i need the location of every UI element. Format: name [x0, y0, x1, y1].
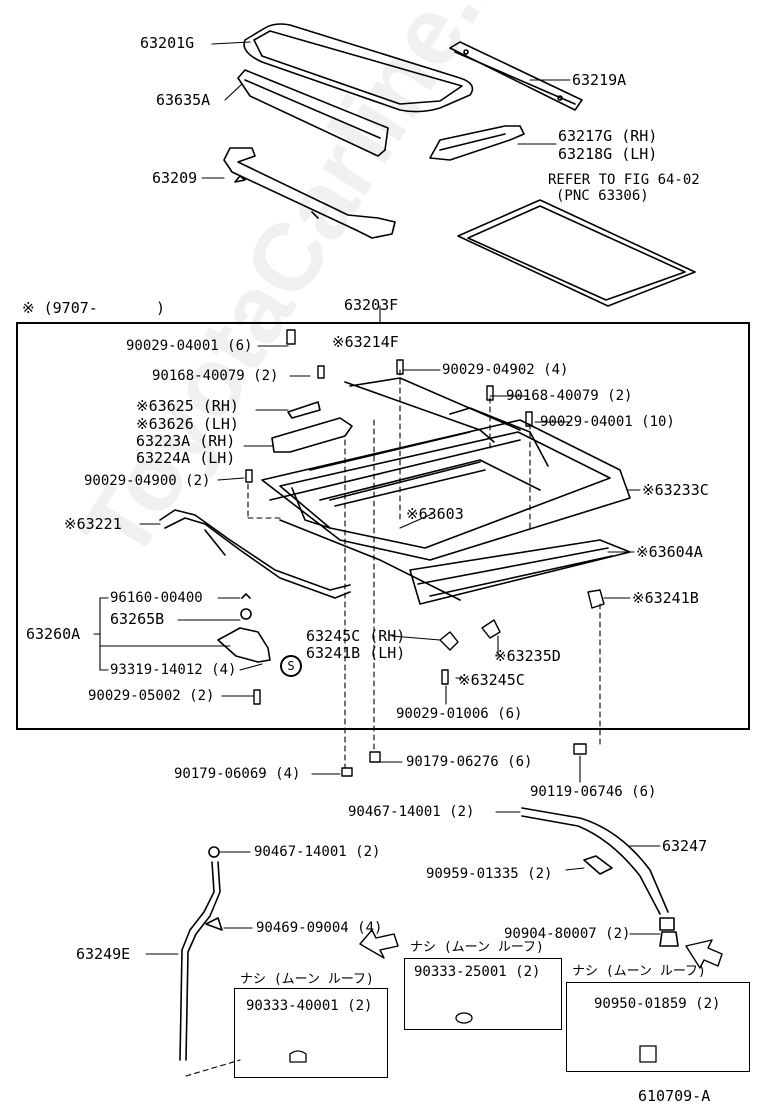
label-o7: 90959-01335 (2) [426, 866, 553, 882]
label-b8: 63223A (RH) [136, 432, 236, 450]
frame-assembly [261, 377, 631, 601]
label-b22: ※63235D [494, 647, 561, 665]
label-b13: ※63221 [64, 515, 122, 533]
label-b9: 63224A (LH) [136, 449, 236, 467]
part-90959-01335 [583, 855, 613, 875]
assembly-frame [16, 322, 750, 730]
label-b18: 63260A [26, 625, 81, 643]
callout-3-part: 90950-01859 (2) [594, 996, 721, 1012]
leader-lines [93, 41, 661, 955]
callout-box-3 [566, 982, 750, 1072]
callout-box-1 [234, 988, 388, 1078]
arrows [359, 929, 723, 969]
label-b1: 90029-04001 (6) [126, 338, 253, 354]
part-63223A [271, 417, 353, 453]
label-63635A: 63635A [156, 91, 211, 109]
label-b21: 63241B (LH) [306, 644, 406, 662]
frame-note-suffix: ) [156, 299, 166, 317]
label-o10: 90904-80007 (2) [504, 926, 631, 942]
part-63625 [287, 401, 321, 419]
part-63219A [449, 41, 583, 111]
label-b5: ※63625 (RH) [136, 397, 239, 415]
label-63209: 63209 [152, 169, 198, 187]
label-b11: 90029-04900 (2) [84, 473, 211, 489]
label-b25: ※63245C [458, 671, 525, 689]
diagram-id: 610709-A [638, 1087, 711, 1105]
label-o4: 90467-14001 (2) [348, 804, 475, 820]
part-63217G-63218G [429, 125, 525, 161]
label-b23: 93319-14012 (4) [110, 662, 237, 678]
callout-1-part: 90333-40001 (2) [246, 998, 373, 1014]
label-63217G: 63217G (RH) [558, 127, 658, 145]
dashed-connectors [185, 369, 601, 1077]
label-b26: 90029-01006 (6) [396, 706, 523, 722]
label-o5: 63247 [662, 837, 708, 855]
label-b19: ※63241B [632, 589, 699, 607]
label-b4: 90029-04902 (4) [442, 362, 569, 378]
label-63219A: 63219A [572, 71, 627, 89]
part-63201G-seal [243, 23, 474, 113]
part-63221-cable [159, 509, 351, 599]
box-title: 63203F [344, 296, 399, 314]
label-b14: ※63603 [406, 505, 464, 523]
label-o3: 90119-06746 (6) [530, 784, 657, 800]
label-b24: 90029-05002 (2) [88, 688, 215, 704]
label-b7: 90168-40079 (2) [506, 388, 633, 404]
part-63635A [237, 69, 389, 157]
label-o2: 90179-06069 (4) [174, 766, 301, 782]
refer-note-line2: (PNC 63306) [556, 188, 649, 204]
label-b20: 63245C (RH) [306, 627, 406, 645]
part-63247-hose [521, 807, 679, 947]
part-glass-panel [457, 199, 696, 307]
circle-s-symbol: S [280, 655, 302, 677]
callout-icons [289, 1012, 657, 1063]
callout-2-header: ナシ (ムーン ルーフ) [410, 940, 544, 955]
label-b15: ※63604A [636, 543, 703, 561]
label-b10: 90029-04001 (10) [540, 414, 675, 430]
part-63260A-motor [217, 593, 271, 663]
fasteners [245, 329, 605, 777]
label-o9: 90469-09004 (4) [256, 920, 383, 936]
callout-3-header: ナシ (ムーン ルーフ) [572, 964, 706, 979]
frame-note-prefix: ※ (9707- [22, 299, 98, 317]
part-63249E-hose [179, 846, 223, 1061]
label-b3: 90168-40079 (2) [152, 368, 279, 384]
label-b16: 96160-00400 [110, 590, 203, 606]
label-b6: ※63626 (LH) [136, 415, 239, 433]
callout-2-part: 90333-25001 (2) [414, 964, 541, 980]
label-b12: ※63233C [642, 481, 709, 499]
refer-note-line1: REFER TO FIG 64-02 [548, 172, 700, 188]
callout-box-2 [404, 958, 562, 1030]
label-o1: 90179-06276 (6) [406, 754, 533, 770]
label-63218G: 63218G (LH) [558, 145, 658, 163]
label-o6: 90467-14001 (2) [254, 844, 381, 860]
label-o8: 63249E [76, 945, 131, 963]
callout-1-header: ナシ (ムーン ルーフ) [240, 972, 374, 987]
part-63603-rail [329, 461, 486, 507]
label-63201G: 63201G [140, 34, 195, 52]
label-b17: 63265B [110, 610, 165, 628]
label-b2: ※63214F [332, 333, 399, 351]
part-63209 [223, 147, 396, 239]
